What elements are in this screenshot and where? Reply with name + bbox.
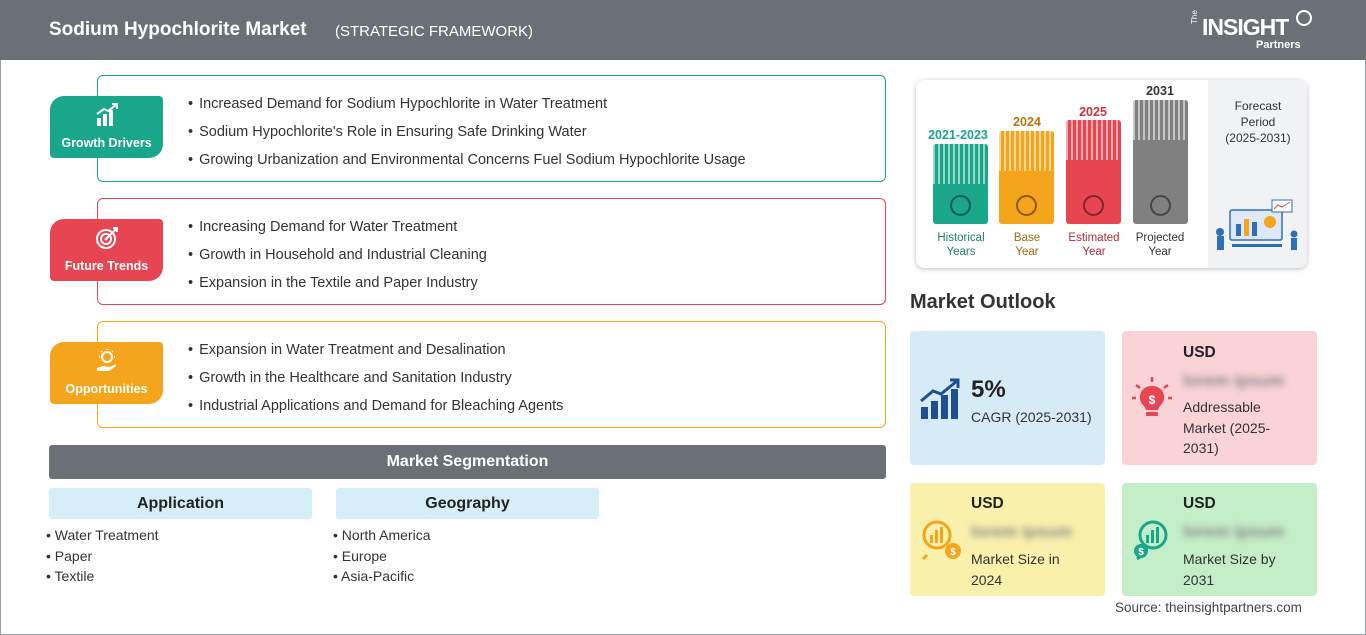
addressable-currency: USD <box>1183 344 1216 361</box>
growth-drivers-badge: Growth Drivers <box>50 96 163 158</box>
page-title: Sodium Hypochlorite Market <box>49 19 307 40</box>
idea-hand-icon <box>97 349 116 371</box>
opportunities-label: Opportunities <box>65 382 148 396</box>
insight-partners-logo: The INSIGHT Partners <box>1188 10 1318 54</box>
list-item: Expansion in the Textile and Paper Indus… <box>188 273 487 301</box>
list-item: Sodium Hypochlorite's Role in Ensuring S… <box>188 122 746 150</box>
market-size-2031-card: $ USD lorem ipsum Market Size by 2031 <box>1122 483 1317 596</box>
base-bar <box>999 131 1054 224</box>
header-bar: Sodium Hypochlorite Market (STRATEGIC FR… <box>0 0 1366 60</box>
estimated-bar <box>1066 120 1121 224</box>
estimated-year: 2025 <box>1079 105 1107 119</box>
list-item: Growth in the Healthcare and Sanitation … <box>188 368 563 396</box>
historical-bar <box>933 144 988 224</box>
clock-history-icon <box>950 195 971 216</box>
historical-label: Historical Years <box>937 232 985 258</box>
list-item: Water Treatment <box>46 527 159 548</box>
addressable-market-card: $ USD lorem ipsum Addressable Market (20… <box>1122 331 1317 465</box>
size-2031-value: lorem ipsum <box>1183 522 1285 541</box>
application-list: Water Treatment Paper Textile <box>46 527 159 589</box>
growth-drivers-card: Increased Demand for Sodium Hypochlorite… <box>97 75 886 182</box>
opportunities-list: Expansion in Water Treatment and Desalin… <box>188 340 563 424</box>
list-item: Increasing Demand for Water Treatment <box>188 217 487 245</box>
list-item: Expansion in Water Treatment and Desalin… <box>188 340 563 368</box>
estimated-label: Estimated Year <box>1068 232 1120 258</box>
gear-chart-icon <box>1083 195 1104 216</box>
addressable-value: lorem ipsum <box>1183 371 1285 390</box>
cagr-card: 5% CAGR (2025-2031) <box>910 331 1105 465</box>
growth-chart-icon <box>96 103 118 126</box>
future-trends-card: Increasing Demand for Water Treatment Gr… <box>97 198 886 305</box>
logo-partners: Partners <box>1256 39 1301 51</box>
projected-label: Projected Year <box>1135 232 1185 258</box>
logo-insight: INSIGHT <box>1202 14 1289 40</box>
list-item: North America <box>333 527 431 548</box>
market-outlook-title: Market Outlook <box>910 291 1056 313</box>
money-bulb-icon: $ <box>1132 377 1172 416</box>
geography-list: North America Europe Asia-Pacific <box>333 527 431 589</box>
list-item: Paper <box>46 548 159 569</box>
magnifier-dollar-icon: $ <box>1134 520 1168 561</box>
projected-year: 2031 <box>1146 84 1174 98</box>
base-year: 2024 <box>1013 115 1041 129</box>
market-size-2024-card: $ USD lorem ipsum Market Size in 2024 <box>910 483 1105 596</box>
size-2024-currency: USD <box>971 495 1004 512</box>
market-segmentation-header: Market Segmentation <box>49 445 886 479</box>
opportunities-badge: Opportunities <box>50 342 163 404</box>
geography-header: Geography <box>336 488 599 519</box>
base-label: Base Year <box>1013 232 1041 258</box>
source-note: Source: theinsightpartners.com <box>1115 600 1302 615</box>
size-2024-value: lorem ipsum <box>971 522 1073 541</box>
growth-drivers-list: Increased Demand for Sodium Hypochlorite… <box>188 94 746 178</box>
magnifier-dollar-icon: $ <box>921 520 961 561</box>
cagr-label: CAGR (2025-2031) <box>971 409 1092 425</box>
application-header: Application <box>49 488 312 519</box>
size-2031-label: Market Size by 2031 <box>1183 551 1276 588</box>
future-trends-label: Future Trends <box>64 259 149 273</box>
addressable-label: Addressable Market (2025- 2031) <box>1183 399 1271 456</box>
svg-text:$: $ <box>950 547 956 558</box>
calendar-icon <box>1016 195 1037 216</box>
list-item: Growing Urbanization and Environmental C… <box>188 150 745 178</box>
list-item: Asia-Pacific <box>333 568 431 589</box>
list-item: Textile <box>46 568 159 589</box>
growth-drivers-label: Growth Drivers <box>61 136 152 150</box>
svg-text:$: $ <box>1138 547 1144 558</box>
logo-ring-icon <box>1296 10 1312 26</box>
logo-the: The <box>1190 10 1199 24</box>
projected-bar <box>1133 100 1188 224</box>
future-trends-list: Increasing Demand for Water Treatment Gr… <box>188 217 487 301</box>
forecast-period-label: Forecast Period (2025-2031) <box>1225 99 1291 145</box>
presentation-icon <box>1150 195 1171 216</box>
list-item: Europe <box>333 548 431 569</box>
size-2031-currency: USD <box>1183 495 1216 512</box>
target-icon <box>96 227 118 249</box>
cagr-value: 5% <box>971 376 1006 403</box>
timeline-panel: 2021-2023 Historical Years 2024 Base Yea… <box>916 80 1307 268</box>
historical-year: 2021-2023 <box>928 128 988 142</box>
future-trends-badge: Future Trends <box>50 219 163 281</box>
size-2024-label: Market Size in 2024 <box>971 551 1060 588</box>
list-item: Growth in Household and Industrial Clean… <box>188 245 487 273</box>
growth-chart-icon <box>920 378 960 419</box>
list-item: Industrial Applications and Demand for B… <box>188 396 563 424</box>
svg-text:$: $ <box>1149 393 1156 407</box>
page-subtitle: (STRATEGIC FRAMEWORK) <box>335 23 534 40</box>
opportunities-card: Expansion in Water Treatment and Desalin… <box>97 321 886 428</box>
analytics-illustration-icon <box>1216 199 1298 250</box>
list-item: Increased Demand for Sodium Hypochlorite… <box>188 94 746 122</box>
